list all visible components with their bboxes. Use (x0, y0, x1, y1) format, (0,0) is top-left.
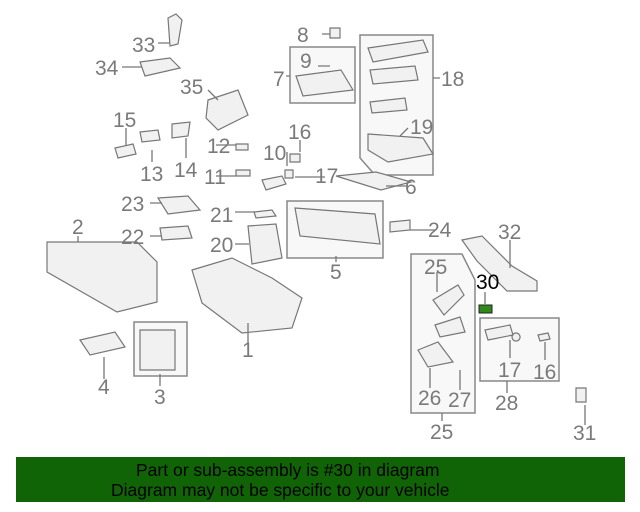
callout-21: 21 (210, 204, 233, 227)
part-21-20 (247, 209, 283, 265)
callout-13: 13 (140, 163, 163, 186)
info-banner: Part or sub-assembly is #30 in diagram D… (16, 457, 625, 502)
callout-26: 25 (424, 256, 447, 279)
leader-lines (77, 33, 586, 425)
part-31 (575, 387, 587, 403)
callout-24: 24 (428, 219, 452, 242)
callout-15: 15 (113, 109, 136, 132)
callout-27: 26 (418, 387, 441, 410)
callout-20: 20 (210, 234, 233, 257)
callout-34: 34 (95, 57, 119, 80)
callout-14: 14 (174, 159, 198, 182)
part-3 (139, 329, 176, 371)
callout-6: 6 (405, 176, 417, 199)
callout-12: 12 (207, 135, 230, 158)
part-12-11-10-16-17 (235, 143, 301, 191)
callout-32: 32 (498, 221, 521, 244)
callout-5: 5 (330, 261, 342, 284)
callout-4: 4 (98, 376, 110, 399)
callout-31: 31 (573, 422, 596, 445)
part-29-17-16 (484, 324, 551, 342)
callout-11: 11 (204, 166, 226, 189)
part-30-highlighted[interactable] (478, 304, 493, 314)
group-box-29 (479, 317, 560, 382)
part-26-27-28 (417, 284, 466, 368)
callout-35: 35 (180, 76, 203, 99)
part-2-side-panel (46, 241, 158, 313)
callout-23: 23 (121, 193, 144, 216)
callout-17: 17 (315, 165, 338, 188)
part-5-console-lid (294, 207, 381, 245)
callout-1: 1 (242, 339, 254, 362)
callout-25: 25 (430, 421, 453, 444)
banner-line-2: Diagram may not be specific to your vehi… (111, 480, 450, 500)
callout-18: 18 (441, 68, 464, 91)
part-8 (329, 27, 341, 39)
part-1-console (191, 257, 303, 334)
part-24 (389, 219, 411, 233)
callout-28: 27 (448, 389, 471, 412)
callout-16b: 16 (533, 361, 556, 384)
callout-17b: 17 (498, 359, 521, 382)
part-9-7 (295, 69, 354, 97)
callout-16: 16 (288, 121, 311, 144)
part-32-bracket (460, 235, 538, 292)
callout-22: 22 (121, 226, 144, 249)
part-35-shifter (205, 89, 249, 131)
callout-33: 33 (132, 34, 155, 57)
part-23-22 (156, 195, 202, 241)
callout-29: 28 (495, 392, 518, 415)
callout-8: 8 (297, 24, 309, 47)
callout-19: 19 (410, 116, 433, 139)
callout-30[interactable]: 30 (476, 271, 499, 294)
callout-7: 7 (273, 68, 285, 91)
banner-line-1: Part or sub-assembly is #30 in diagram (136, 460, 440, 480)
callout-9: 9 (300, 50, 312, 73)
part-15-13-14 (114, 121, 191, 159)
part-18-19 (367, 39, 434, 163)
callout-3: 3 (154, 386, 166, 409)
part-4 (79, 331, 126, 356)
part-33-shifter-knob (167, 13, 183, 47)
part-34 (139, 57, 182, 77)
callout-2: 2 (72, 216, 84, 239)
callout-10: 10 (263, 142, 286, 165)
